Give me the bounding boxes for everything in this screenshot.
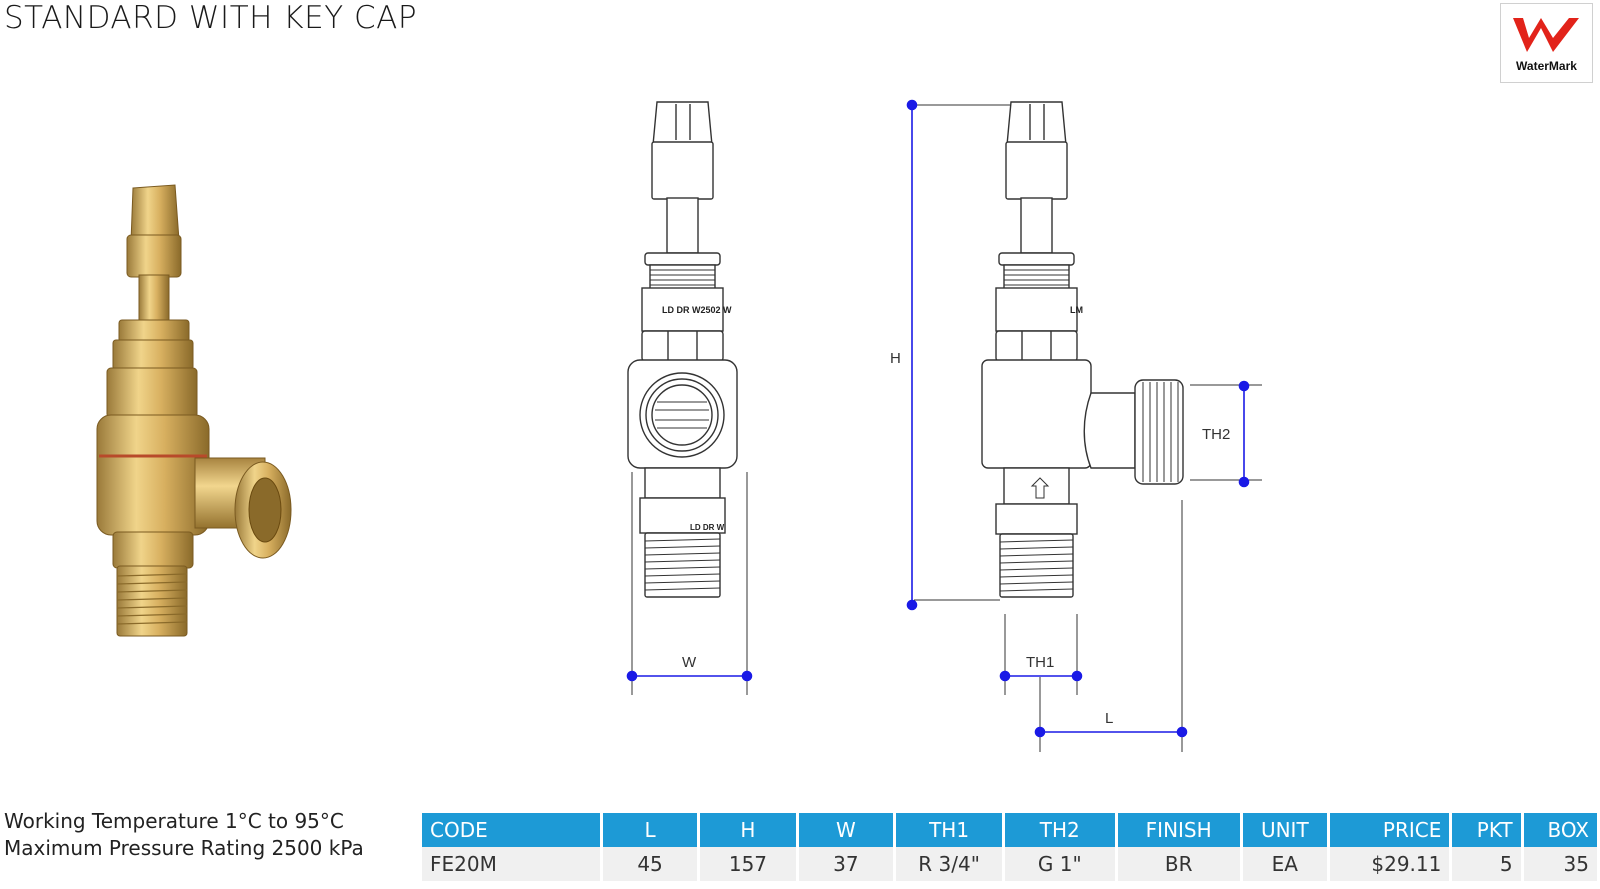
side-stamp: LM — [1070, 305, 1083, 315]
dimension-label-th2: TH2 — [1202, 426, 1230, 443]
front-stamp: LD DR W2502 W — [662, 305, 732, 315]
cell-unit: EA — [1242, 847, 1327, 881]
dimension-label-w: W — [682, 654, 697, 671]
watermark-logo-icon — [1513, 18, 1579, 52]
technical-drawing: LD DR W2502 W LD DR W — [600, 90, 1300, 770]
page-title: STANDARD WITH KEY CAP — [4, 0, 418, 36]
specifications: Working Temperature 1°C to 95°C Maximum … — [4, 808, 364, 862]
cell-th2: G 1" — [1004, 847, 1115, 881]
dimension-label-l: L — [1105, 710, 1113, 727]
table-row: FE20M 45 157 37 R 3/4" G 1" BR EA $29.11… — [422, 847, 1597, 881]
dimension-label-th1: TH1 — [1026, 654, 1054, 671]
cell-l: 45 — [602, 847, 698, 881]
cell-h: 157 — [700, 847, 796, 881]
col-th2: TH2 — [1004, 813, 1115, 847]
cell-th1: R 3/4" — [896, 847, 1002, 881]
col-pkt: PKT — [1452, 813, 1521, 847]
col-l: L — [602, 813, 698, 847]
dimension-lines — [626, 99, 1250, 738]
col-price: PRICE — [1329, 813, 1450, 847]
cell-pkt: 5 — [1452, 847, 1521, 881]
col-th1: TH1 — [896, 813, 1002, 847]
cell-code: FE20M — [422, 847, 600, 881]
dimension-label-h: H — [890, 350, 901, 367]
col-unit: UNIT — [1242, 813, 1327, 847]
product-photo — [85, 180, 325, 650]
cell-w: 37 — [798, 847, 894, 881]
cell-price: $29.11 — [1329, 847, 1450, 881]
col-h: H — [700, 813, 796, 847]
front-view — [627, 101, 738, 598]
col-box: BOX — [1523, 813, 1597, 847]
watermark-logo: WaterMark — [1500, 3, 1593, 83]
max-pressure: Maximum Pressure Rating 2500 kPa — [4, 836, 364, 860]
front-stamp-lower: LD DR W — [690, 523, 725, 532]
col-finish: FINISH — [1117, 813, 1240, 847]
product-table: CODE L H W TH1 TH2 FINISH UNIT PRICE PKT… — [419, 813, 1600, 881]
table-header-row: CODE L H W TH1 TH2 FINISH UNIT PRICE PKT… — [422, 813, 1597, 847]
cell-box: 35 — [1523, 847, 1597, 881]
side-view — [981, 101, 1184, 598]
working-temperature: Working Temperature 1°C to 95°C — [4, 809, 344, 833]
cell-finish: BR — [1117, 847, 1240, 881]
extension-lines — [631, 104, 1262, 752]
col-w: W — [798, 813, 894, 847]
col-code: CODE — [422, 813, 600, 847]
watermark-logo-text: WaterMark — [1516, 59, 1577, 73]
